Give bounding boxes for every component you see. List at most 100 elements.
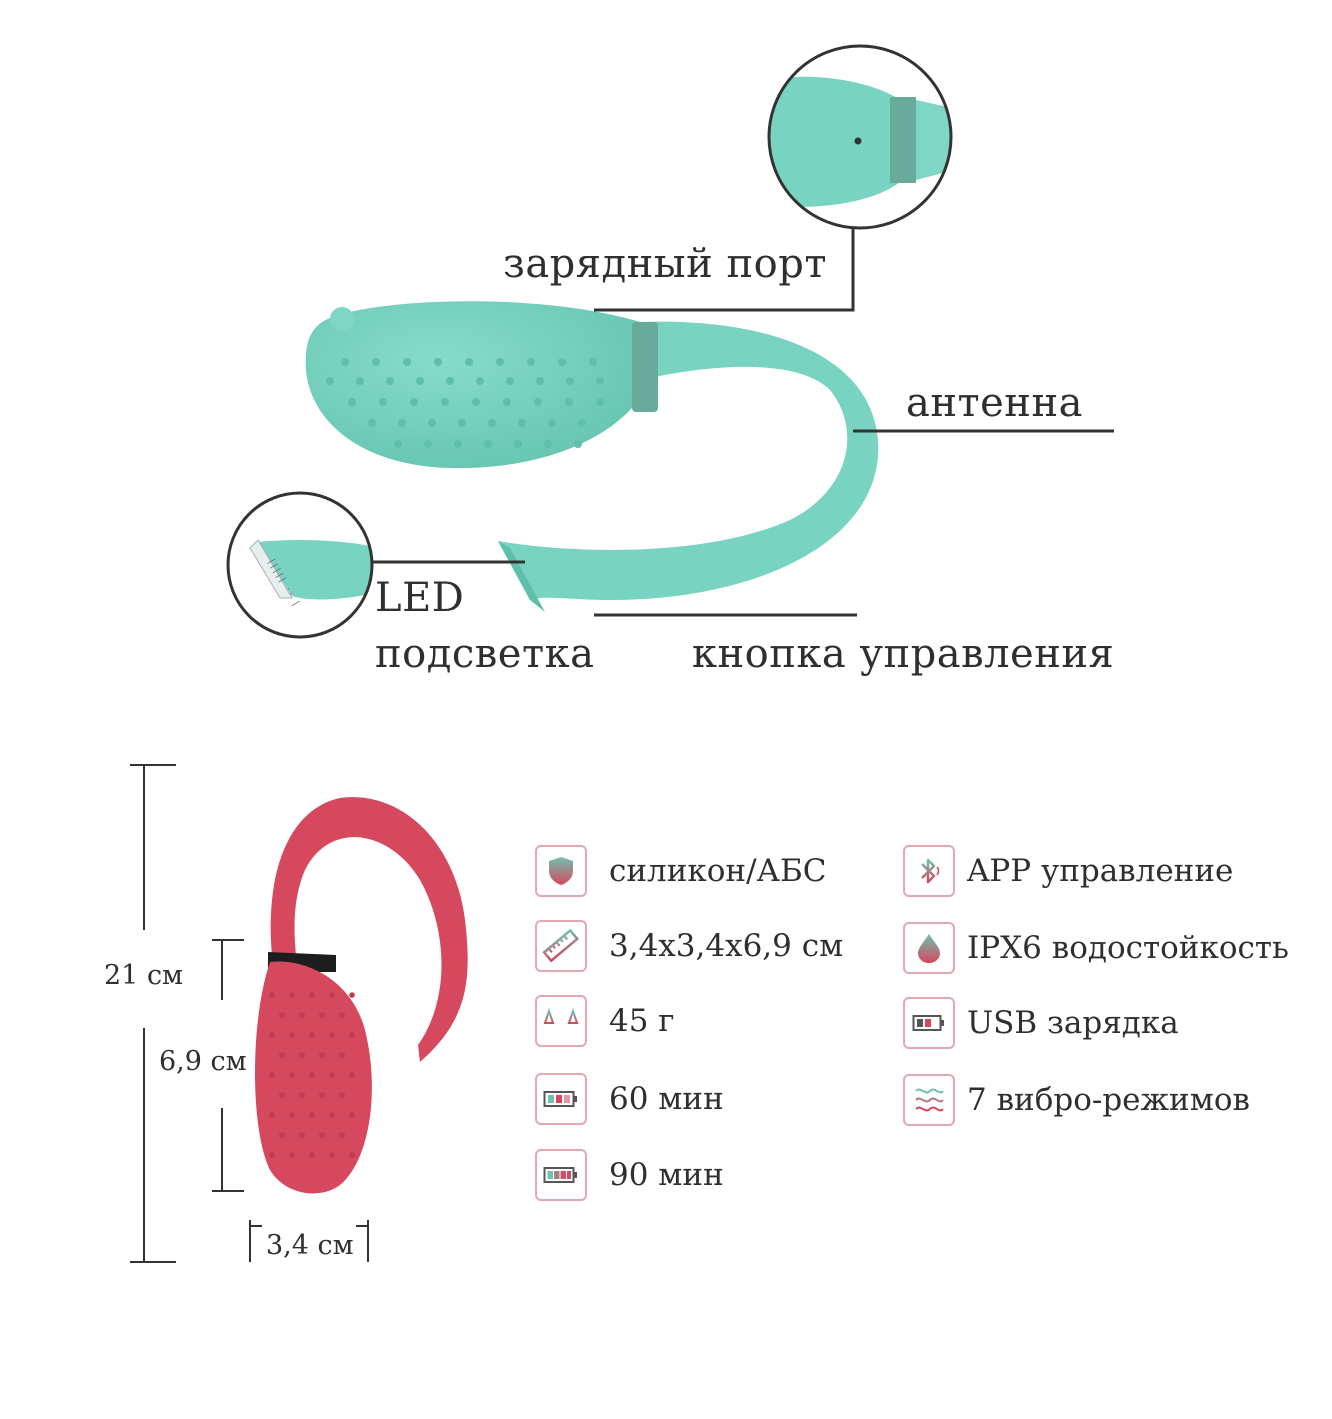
- texture-bump: [503, 398, 511, 406]
- spec-text: APP управление: [967, 852, 1234, 889]
- battery-half-icon: [535, 1073, 587, 1125]
- texture-bump: [326, 377, 334, 385]
- texture-bump: [514, 440, 522, 448]
- texture-bump: [329, 992, 335, 998]
- texture-bump: [319, 1092, 325, 1098]
- texture-bump: [309, 1072, 315, 1078]
- texture-bump: [534, 398, 542, 406]
- texture-bump: [339, 1012, 345, 1018]
- shield-icon: [535, 845, 587, 897]
- total-length-label: 21 см: [104, 960, 184, 991]
- texture-bump: [341, 358, 349, 366]
- texture-bump: [349, 1152, 355, 1158]
- texture-bump: [299, 1012, 305, 1018]
- spec-usb: USB зарядка: [903, 995, 1179, 1051]
- spec-text: силикон/АБС: [609, 852, 827, 889]
- texture-bump: [309, 1112, 315, 1118]
- waves-icon: [903, 1074, 955, 1126]
- texture-bump: [348, 398, 356, 406]
- texture-bump: [319, 1012, 325, 1018]
- charging-port-label: зарядный порт: [503, 241, 827, 287]
- texture-bump: [299, 1052, 305, 1058]
- texture-bump: [339, 1052, 345, 1058]
- charging-port-zoom: [767, 44, 953, 230]
- texture-bump: [309, 1152, 315, 1158]
- texture-bump: [279, 1012, 285, 1018]
- spec-waterproof: IPX6 водостойкость: [903, 920, 1289, 976]
- texture-bump: [319, 1132, 325, 1138]
- texture-bump: [349, 1072, 355, 1078]
- texture-bump: [329, 1112, 335, 1118]
- texture-bump: [289, 1032, 295, 1038]
- texture-bump: [416, 377, 424, 385]
- texture-bump: [428, 419, 436, 427]
- texture-bump: [518, 419, 526, 427]
- texture-bump: [289, 1112, 295, 1118]
- bluetooth-icon: [903, 845, 955, 897]
- texture-bump: [506, 377, 514, 385]
- texture-bump: [329, 1152, 335, 1158]
- battery-full-icon: [535, 1149, 587, 1201]
- spec-text: 90 мин: [609, 1156, 724, 1193]
- texture-bump: [476, 377, 484, 385]
- texture-bump: [398, 419, 406, 427]
- led-label-line2: подсветка: [375, 631, 595, 677]
- texture-bump: [527, 358, 535, 366]
- texture-bump: [379, 398, 387, 406]
- spec-text: USB зарядка: [967, 1004, 1179, 1041]
- spec-text: 45 г: [609, 1002, 675, 1039]
- texture-bump: [496, 358, 504, 366]
- texture-bump: [349, 1112, 355, 1118]
- texture-bump: [410, 398, 418, 406]
- texture-bump: [339, 1092, 345, 1098]
- texture-bump: [454, 440, 462, 448]
- texture-bump: [356, 377, 364, 385]
- texture-bump: [596, 377, 604, 385]
- texture-bump: [424, 440, 432, 448]
- texture-bump: [299, 1132, 305, 1138]
- spec-battery-90: 90 мин: [535, 1147, 724, 1203]
- spec-text: IPX6 водостойкость: [967, 929, 1289, 966]
- texture-bump: [566, 377, 574, 385]
- texture-bump: [574, 440, 582, 448]
- spec-text: 3,4x3,4x6,9 см: [609, 927, 844, 964]
- texture-bump: [289, 1152, 295, 1158]
- texture-bump: [349, 1032, 355, 1038]
- texture-bump: [536, 377, 544, 385]
- texture-bump: [544, 440, 552, 448]
- antenna-label: антенна: [906, 380, 1083, 426]
- texture-bump: [596, 398, 604, 406]
- teal-body: [305, 301, 658, 469]
- texture-bump: [269, 1072, 275, 1078]
- spec-battery-60: 60 мин: [535, 1071, 724, 1127]
- texture-bump: [368, 419, 376, 427]
- spec-material: силикон/АБС: [535, 843, 827, 899]
- texture-bump: [578, 419, 586, 427]
- scales-icon: [535, 995, 587, 1047]
- texture-bump: [488, 419, 496, 427]
- texture-bump: [394, 440, 402, 448]
- texture-bump: [339, 1132, 345, 1138]
- texture-bump: [372, 358, 380, 366]
- teal-antenna: [498, 321, 879, 612]
- texture-bump: [329, 1032, 335, 1038]
- spec-text: 60 мин: [609, 1080, 724, 1117]
- width-label: 3,4 см: [266, 1230, 354, 1261]
- texture-bump: [309, 992, 315, 998]
- ruler-icon: [535, 920, 587, 972]
- texture-bump: [319, 1052, 325, 1058]
- texture-bump: [309, 1032, 315, 1038]
- texture-bump: [269, 992, 275, 998]
- texture-bump: [484, 440, 492, 448]
- texture-bump: [589, 358, 597, 366]
- texture-bump: [403, 358, 411, 366]
- texture-bump: [565, 398, 573, 406]
- texture-bump: [279, 1052, 285, 1058]
- texture-bump: [446, 377, 454, 385]
- body-length-label: 6,9 см: [159, 1046, 247, 1077]
- texture-bump: [299, 1092, 305, 1098]
- texture-bump: [279, 1092, 285, 1098]
- texture-bump: [458, 419, 466, 427]
- texture-bump: [465, 358, 473, 366]
- texture-bump: [289, 992, 295, 998]
